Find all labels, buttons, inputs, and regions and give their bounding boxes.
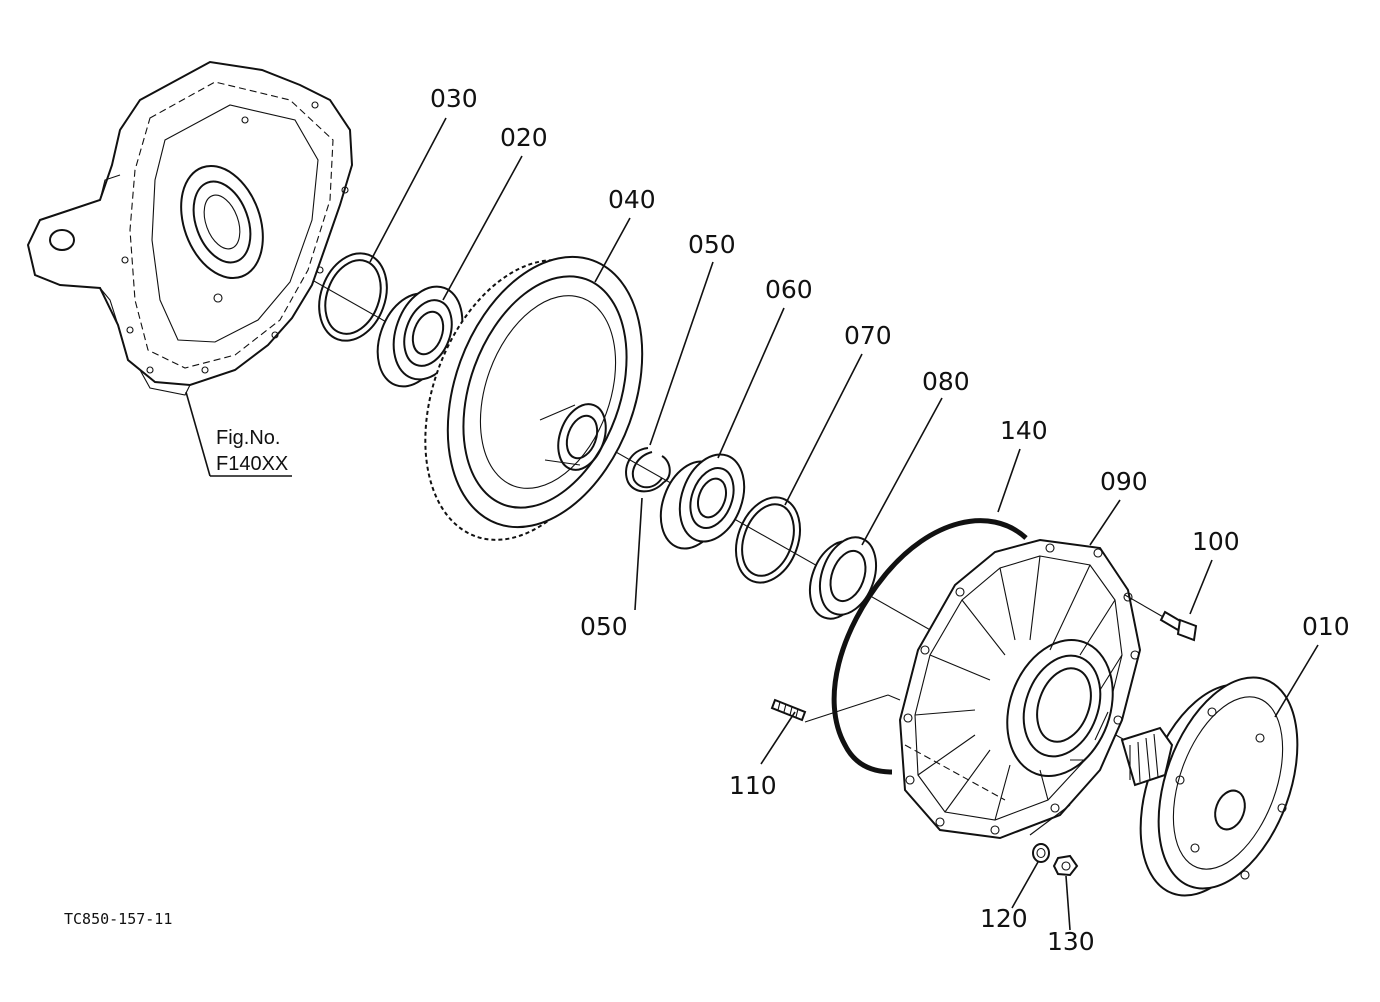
part-130-nut[interactable] [1052,854,1079,877]
callout-100[interactable]: 100 [1192,527,1240,556]
part-040-bevel-gear[interactable] [389,230,677,568]
figure-reference-number: F140XX [216,453,288,475]
callout-labels: 030 020 040 050 060 070 080 140 090 100 … [430,84,1350,956]
callout-050-lower[interactable]: 050 [580,612,628,641]
callout-110[interactable]: 110 [729,771,777,800]
part-100-bolt[interactable] [1124,594,1198,642]
part-140-o-ring[interactable] [831,518,1028,775]
callout-090[interactable]: 090 [1100,467,1148,496]
part-070-shim-ring[interactable] [725,488,811,591]
callout-060[interactable]: 060 [765,275,813,304]
figure-reference[interactable]: Fig.No. F140XX [216,427,288,475]
figure-reference-label: Fig.No. [216,427,280,449]
callout-020[interactable]: 020 [500,123,548,152]
callout-130[interactable]: 130 [1047,927,1095,956]
callout-140[interactable]: 140 [1000,416,1048,445]
callout-030[interactable]: 030 [430,84,478,113]
callout-080[interactable]: 080 [922,367,970,396]
leader-lines [185,117,1319,931]
callout-070[interactable]: 070 [844,321,892,350]
part-050-circlip[interactable] [625,447,671,493]
part-080-oil-seal[interactable] [800,530,886,627]
part-110-stud[interactable] [770,698,807,722]
callout-010[interactable]: 010 [1302,612,1350,641]
gear-case-housing[interactable] [26,60,354,396]
drawing-code: TC850-157-11 [64,910,172,928]
part-120-washer[interactable] [1032,843,1050,863]
callout-040[interactable]: 040 [608,185,656,214]
part-010-flange-shaft[interactable] [1114,658,1324,914]
part-030-shim-ring[interactable] [308,244,399,350]
stud-reference-bracket [804,694,1071,836]
callout-050-upper[interactable]: 050 [688,230,736,259]
part-060-bearing[interactable] [649,445,755,557]
callout-120[interactable]: 120 [980,904,1028,933]
part-090-axle-housing[interactable] [898,538,1142,840]
